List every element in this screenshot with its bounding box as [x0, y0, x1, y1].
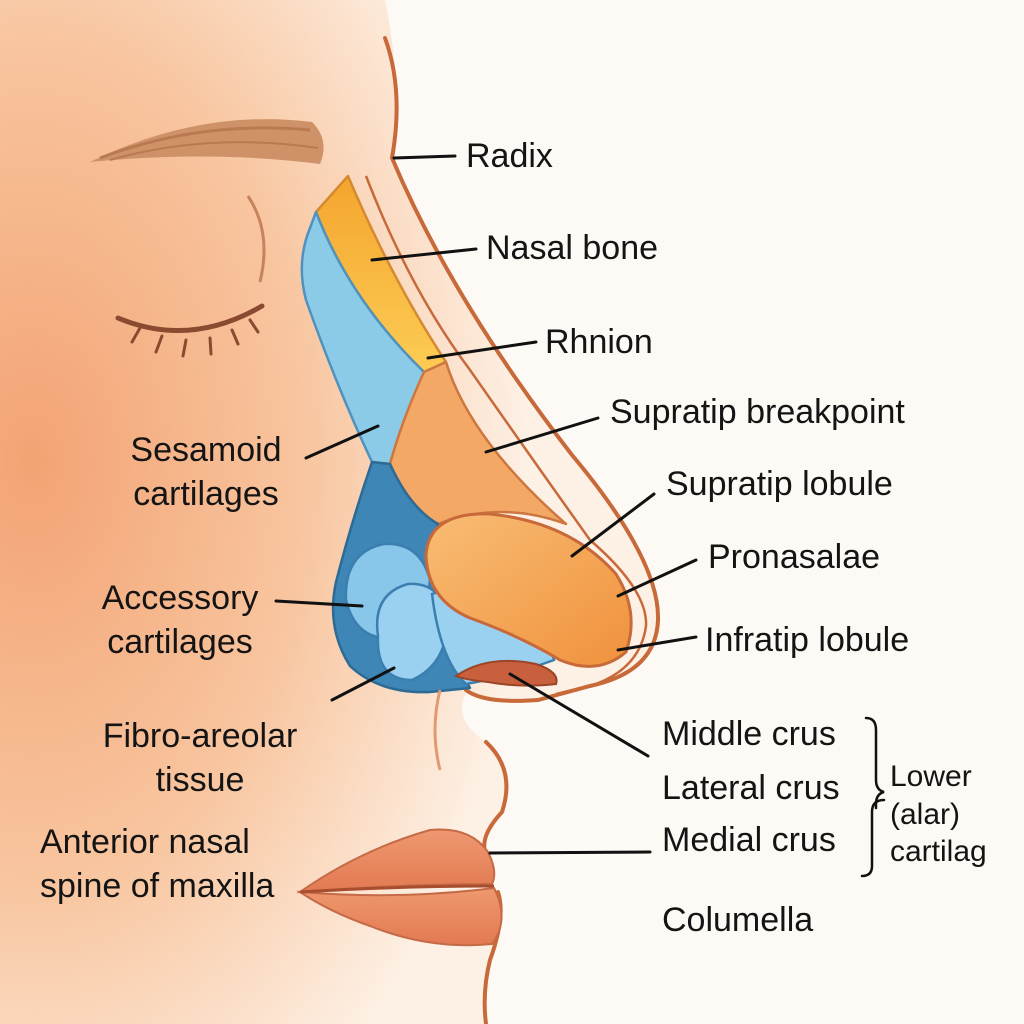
label-pronasalae: Pronasalae [708, 538, 881, 576]
label-accessory-cartilages: Accessory cartilages [80, 576, 280, 664]
leader-middle-crus [508, 672, 650, 758]
leader-infratip-lobule [616, 635, 698, 652]
label-anterior-nasal-spine: Anterior nasal spine of maxilla [40, 820, 274, 908]
label-sesamoid-line2: cartilages [133, 475, 279, 514]
label-infratip-lobule: Infratip lobule [705, 621, 910, 659]
label-lateral-crus: Lateral crus [662, 769, 840, 807]
leader-anterior-spine [488, 850, 652, 855]
alar-cartilage-brackets [860, 716, 886, 878]
label-spine-line1: Anterior nasal [40, 823, 250, 861]
label-sesamoid-cartilages: Sesamoid cartilages [96, 428, 316, 516]
closed-eye [115, 195, 266, 358]
leader-supratip-lobule [570, 492, 656, 558]
leader-radix [392, 154, 457, 160]
label-lower-line3: cartilag [890, 835, 987, 868]
label-middle-crus: Middle crus [662, 715, 836, 753]
label-fibro-line2: tissue [155, 761, 245, 800]
leader-sesamoid [304, 424, 380, 460]
lips [296, 828, 503, 947]
leader-fibro-areolar [330, 666, 396, 702]
face-skin [0, 0, 659, 1024]
label-nasal-bone: Nasal bone [486, 229, 659, 267]
leader-rhinion [426, 340, 538, 360]
dorsum-line [364, 175, 592, 541]
label-lower-alar-cartilage: Lower (alar) cartilag [890, 758, 987, 871]
leader-supratip-breakpoint [484, 416, 600, 454]
label-fibro-line1: Fibro-areolar [102, 717, 298, 755]
supratip-lobule-shape [424, 512, 633, 668]
label-sesamoid-line1: Sesamoid [130, 431, 282, 469]
label-accessory-line1: Accessory [101, 579, 259, 617]
label-fibro-areolar-tissue: Fibro-areolar tissue [80, 714, 320, 802]
label-columella: Columella [662, 901, 814, 939]
leader-lines [274, 154, 698, 855]
label-medial-crus: Medial crus [662, 821, 836, 859]
nostril [453, 659, 558, 687]
leader-nasal-bone [370, 247, 478, 262]
ala-crease [433, 689, 442, 771]
leader-accessory [274, 599, 364, 608]
label-accessory-line2: cartilages [107, 623, 253, 662]
label-supratip-lobule: Supratip lobule [666, 465, 893, 503]
leader-pronasalae [616, 558, 698, 598]
eyebrow [90, 119, 324, 164]
label-lower-line1: Lower [890, 760, 972, 793]
label-spine-line2: spine of maxilla [40, 867, 275, 906]
nasal-tip-rim [555, 539, 648, 696]
label-radix: Radix [466, 137, 553, 175]
label-rhinion: Rhnion [545, 323, 653, 361]
label-supratip-breakpoint: Supratip breakpoint [610, 393, 905, 431]
label-lower-line2: (alar) [890, 797, 961, 831]
